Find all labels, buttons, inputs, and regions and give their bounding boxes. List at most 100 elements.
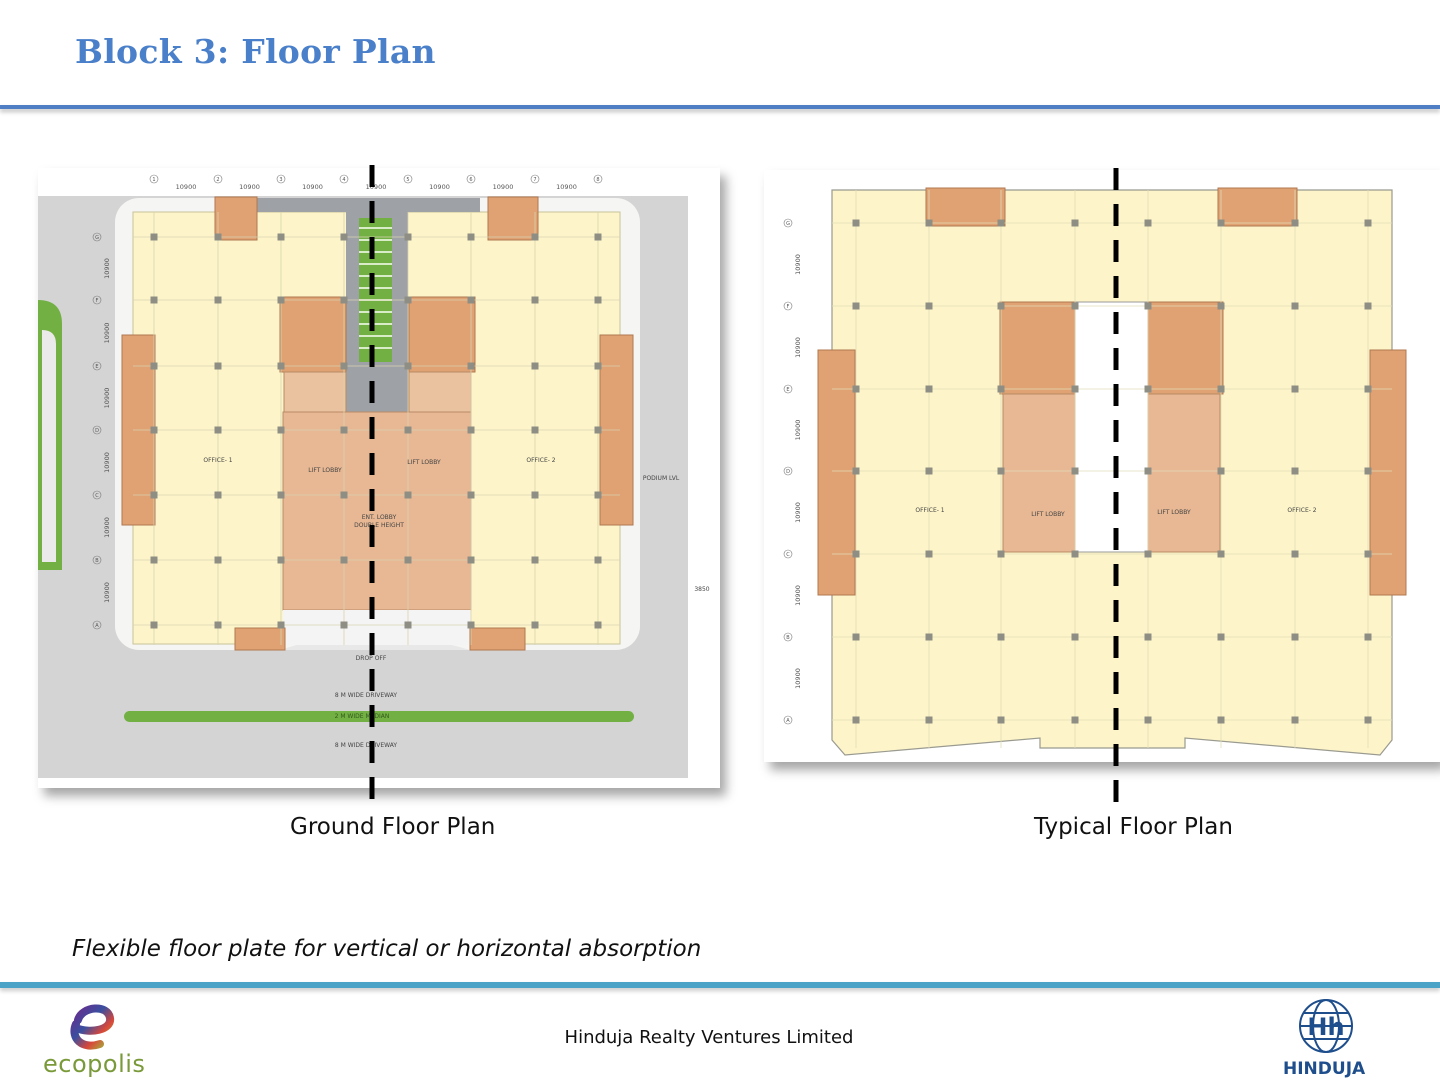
label-lift-lobby-right: LIFT LOBBY xyxy=(1157,509,1191,516)
structural-column xyxy=(531,491,539,499)
structural-column xyxy=(1217,385,1225,393)
structural-column xyxy=(1071,302,1079,310)
structural-column xyxy=(1364,633,1372,641)
structural-column xyxy=(1144,633,1152,641)
grid-column-label: 8 xyxy=(596,177,599,183)
structural-column xyxy=(531,296,539,304)
grid-bubble xyxy=(92,232,102,242)
grid-column-label: 6 xyxy=(469,177,472,183)
structural-column xyxy=(404,362,412,370)
structural-column xyxy=(1144,467,1152,475)
ground-floor-caption: Ground Floor Plan xyxy=(290,814,496,840)
svg-text:Hh: Hh xyxy=(1307,1013,1344,1041)
entrance-lobby xyxy=(282,411,472,611)
bay-dimension: 10900 xyxy=(103,323,111,344)
top-core-left xyxy=(925,187,1006,227)
grid-row-label: D xyxy=(95,428,99,434)
structural-column xyxy=(1291,219,1299,227)
grid-bubble xyxy=(783,218,793,228)
grid-bubble xyxy=(783,715,793,725)
grid-bubble xyxy=(403,174,413,184)
structural-column xyxy=(467,233,475,241)
grid-row-label: B xyxy=(786,635,790,641)
footer-company-name: Hinduja Realty Ventures Limited xyxy=(564,1027,854,1048)
grid-row-label: D xyxy=(786,469,790,475)
toilet-block-left xyxy=(999,301,1076,395)
structural-column xyxy=(1217,550,1225,558)
structural-column xyxy=(594,621,602,629)
bay-dimension: 10900 xyxy=(103,582,111,603)
structural-column xyxy=(1364,550,1372,558)
label-lift-lobby-right: LIFT LOBBY xyxy=(407,459,441,466)
grid-row-label: A xyxy=(786,718,790,724)
structural-column xyxy=(467,426,475,434)
grid-bubble xyxy=(783,301,793,311)
structural-column xyxy=(852,550,860,558)
label-driveway-bottom: 8 M WIDE DRIVEWAY xyxy=(335,742,398,749)
structural-column xyxy=(1291,550,1299,558)
structural-column xyxy=(340,296,348,304)
label-driveway-top: 8 M WIDE DRIVEWAY xyxy=(335,692,398,699)
structural-column xyxy=(531,233,539,241)
structural-column xyxy=(594,556,602,564)
footer-divider xyxy=(0,982,1440,988)
grid-row-label: E xyxy=(95,364,98,370)
median-strip xyxy=(124,711,634,722)
structural-column xyxy=(150,621,158,629)
title-divider xyxy=(0,105,1440,109)
bay-dimension: 10900 xyxy=(794,502,802,523)
label-office-2: OFFICE- 2 xyxy=(526,457,555,464)
bottom-core-left xyxy=(234,627,286,651)
bay-dimension: 10900 xyxy=(176,183,197,191)
structural-column xyxy=(1291,385,1299,393)
structural-column xyxy=(467,362,475,370)
court-connector xyxy=(240,198,480,212)
structural-column xyxy=(997,633,1005,641)
bay-dimension: 10900 xyxy=(794,254,802,275)
grid-bubble xyxy=(92,361,102,371)
ground-floor-drawing: 1109002109003109004109005109006109007109… xyxy=(38,165,710,800)
structural-column xyxy=(1291,467,1299,475)
structural-column xyxy=(467,556,475,564)
structural-column xyxy=(997,550,1005,558)
side-core-right xyxy=(1369,349,1407,596)
grid-bubble xyxy=(466,174,476,184)
structural-column xyxy=(340,426,348,434)
structural-column xyxy=(852,385,860,393)
structural-column xyxy=(277,491,285,499)
structural-column xyxy=(277,426,285,434)
label-entrance-lobby: ENT. LOBBY xyxy=(362,514,397,521)
structural-column xyxy=(404,296,412,304)
structural-column xyxy=(997,219,1005,227)
grid-bubble xyxy=(92,425,102,435)
grid-bubble xyxy=(92,620,102,630)
grid-row-label: E xyxy=(786,387,789,393)
structural-column xyxy=(404,621,412,629)
hinduja-wordmark: HINDUJA xyxy=(1283,1059,1366,1079)
grid-bubble xyxy=(92,555,102,565)
structural-column xyxy=(150,362,158,370)
green-court xyxy=(359,218,392,362)
structural-column xyxy=(531,621,539,629)
top-core-left xyxy=(214,196,258,241)
structural-column xyxy=(925,716,933,724)
structural-column xyxy=(1364,302,1372,310)
structural-column xyxy=(340,233,348,241)
structural-column xyxy=(925,633,933,641)
structural-column xyxy=(1364,385,1372,393)
grid-bubble xyxy=(593,174,603,184)
structural-column xyxy=(214,362,222,370)
bay-dimension: 10900 xyxy=(493,183,514,191)
structural-column xyxy=(1144,219,1152,227)
hinduja-globe-logo-icon: Hh xyxy=(1299,999,1353,1053)
grid-bubble xyxy=(783,384,793,394)
structural-column xyxy=(404,491,412,499)
grid-row-label: B xyxy=(95,558,99,564)
structural-column xyxy=(467,621,475,629)
grid-row-label: A xyxy=(95,623,99,629)
ecopolis-wordmark: ecopolis xyxy=(43,1050,146,1078)
grid-row-label: G xyxy=(786,221,790,227)
structural-column xyxy=(925,219,933,227)
ecopolis-logo-icon xyxy=(70,1004,114,1050)
ground-grid-labels: 1109002109003109004109005109006109007109… xyxy=(92,174,603,630)
